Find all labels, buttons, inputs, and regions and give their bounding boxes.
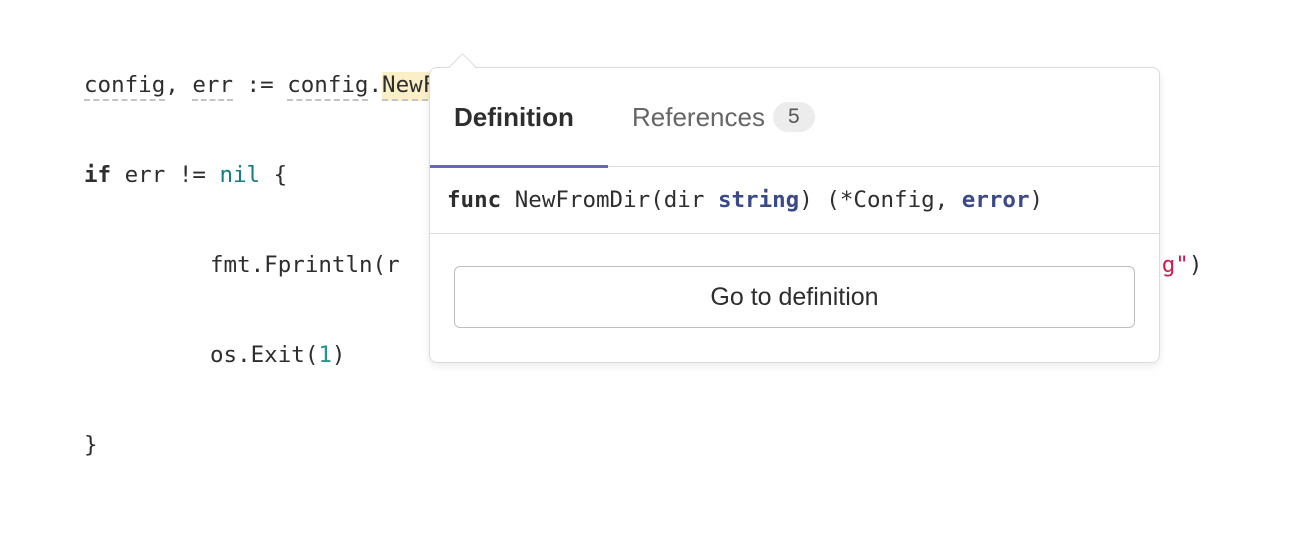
code-line-4: os.Exit(1): [210, 342, 346, 368]
definition-signature: func NewFromDir(dir string) (*Config, er…: [430, 167, 1159, 234]
tab-definition-label: Definition: [454, 101, 574, 132]
token-err-var[interactable]: err: [192, 72, 234, 101]
popover-tabs: Definition References 5: [430, 68, 1159, 168]
code-line-5: }: [84, 432, 98, 458]
token-config-pkg[interactable]: config: [287, 72, 369, 101]
go-to-definition-button[interactable]: Go to definition: [454, 266, 1135, 328]
code-line-2: if err != nil {: [84, 162, 288, 188]
tab-definition[interactable]: Definition: [430, 68, 608, 168]
tab-references-label: References: [632, 101, 765, 132]
code-line-6: [84, 516, 1202, 536]
token-config-var[interactable]: config: [84, 72, 166, 101]
button-container: Go to definition: [430, 234, 1159, 328]
code-navigation-popover: Definition References 5 func NewFromDir(…: [429, 53, 1160, 363]
references-count-badge: 5: [772, 102, 815, 132]
tab-references[interactable]: References 5: [608, 68, 839, 166]
